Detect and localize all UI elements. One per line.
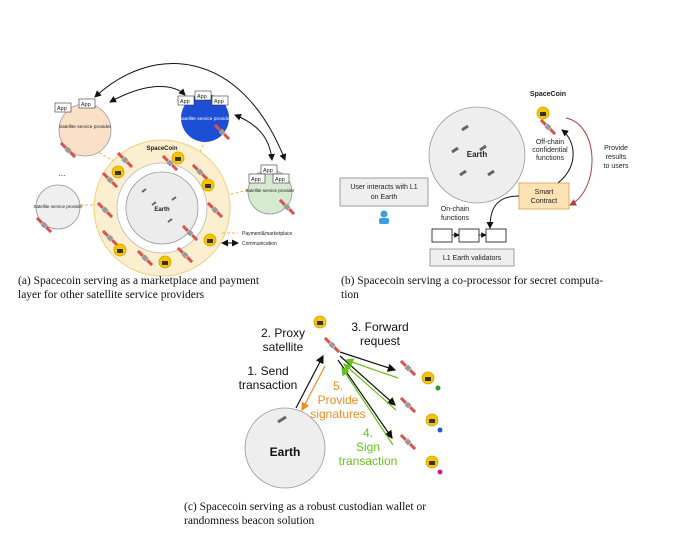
caption-a-line: layer for other satellite service provid… [18, 289, 205, 301]
caption-c: (c) Spacecoin serving as a robust custod… [184, 500, 514, 528]
smart-contract-label: Contract [531, 198, 558, 205]
earth-label-b: Earth [467, 150, 488, 159]
sign-label: Sign [356, 440, 380, 454]
sign-label: 4. [363, 426, 373, 440]
caption-c-line: (c) Spacecoin serving as a robust custod… [184, 501, 427, 513]
offchain-label: functions [536, 155, 565, 162]
provider-gray [35, 184, 81, 234]
provide-label: Provide [604, 145, 628, 152]
caption-b: (b) Spacecoin serving a co-processor for… [341, 274, 681, 302]
spacecoin-label-b: SpaceCoin [530, 91, 566, 98]
validators-box [429, 248, 515, 267]
figure-b-texts: SpaceCoin Earth Off-chain confidential f… [350, 91, 629, 262]
provide-label: results [606, 154, 627, 161]
app-label: App [214, 99, 224, 105]
validators-label: L1 Earth validators [443, 255, 502, 262]
figure-a-texts: App App App App App App App App Satellit… [33, 94, 295, 247]
onchain-label: On-chain [441, 206, 470, 213]
forward-label: request [360, 334, 401, 348]
provider-orange [54, 98, 112, 159]
caption-c-line: randomness beacon solution [184, 515, 315, 527]
provider-blue [177, 90, 231, 142]
smart-contract-label: Smart [535, 189, 554, 196]
app-label: App [81, 102, 91, 108]
ellipsis: ... [59, 169, 66, 178]
figure-c-texts: 2. Proxy satellite 3. Forward request 1.… [239, 320, 409, 468]
earth-label-c: Earth [270, 445, 301, 459]
provider-label: Satellite service provider [33, 204, 83, 209]
caption-b-line: tion [341, 289, 359, 301]
earth-label: Earth [154, 207, 170, 213]
figure-a [35, 63, 296, 277]
smart-contract-box [518, 182, 570, 210]
user-label: User interacts with L1 [350, 184, 417, 191]
figure-c [244, 315, 443, 489]
figure-b [339, 106, 593, 267]
provider-green [247, 164, 296, 216]
user-label: on Earth [371, 194, 398, 201]
sign-label: transaction [339, 454, 398, 468]
user-box [339, 177, 429, 207]
send-label: transaction [239, 378, 298, 392]
provider-label: Satellite service provider [245, 188, 295, 193]
spacecoin-ring [93, 139, 231, 277]
provide-signatures-label: Provide [318, 393, 359, 407]
caption-a: (a) Spacecoin serving as a marketplace a… [18, 274, 336, 302]
app-label: App [197, 94, 207, 100]
legend-communication: Communication [242, 241, 277, 247]
app-label: App [275, 177, 285, 183]
spacecoin-label: SpaceCoin [146, 146, 177, 152]
app-label: App [57, 106, 67, 112]
app-label: App [263, 168, 273, 174]
provide-label: to users [604, 163, 629, 170]
caption-a-line: (a) Spacecoin serving as a marketplace a… [18, 275, 260, 287]
provider-label: Satellite service provider [59, 124, 112, 130]
caption-b-line: (b) Spacecoin serving a co-processor for… [341, 275, 604, 287]
onchain-label: functions [441, 215, 470, 222]
offchain-label: confidential [532, 147, 568, 154]
forward-label: 3. Forward [351, 320, 408, 334]
send-label: 1. Send [247, 364, 288, 378]
provide-signatures-label: signatures [310, 407, 365, 421]
app-label: App [251, 177, 261, 183]
proxy-label: satellite [263, 340, 304, 354]
legend-payment: Payment&marketplace [242, 231, 293, 237]
proxy-label: 2. Proxy [261, 326, 305, 340]
offchain-label: Off-chain [536, 139, 564, 146]
provide-signatures-label: 5. [333, 379, 343, 393]
app-label: App [180, 99, 190, 105]
provider-label: Satellite service provider [179, 116, 232, 122]
